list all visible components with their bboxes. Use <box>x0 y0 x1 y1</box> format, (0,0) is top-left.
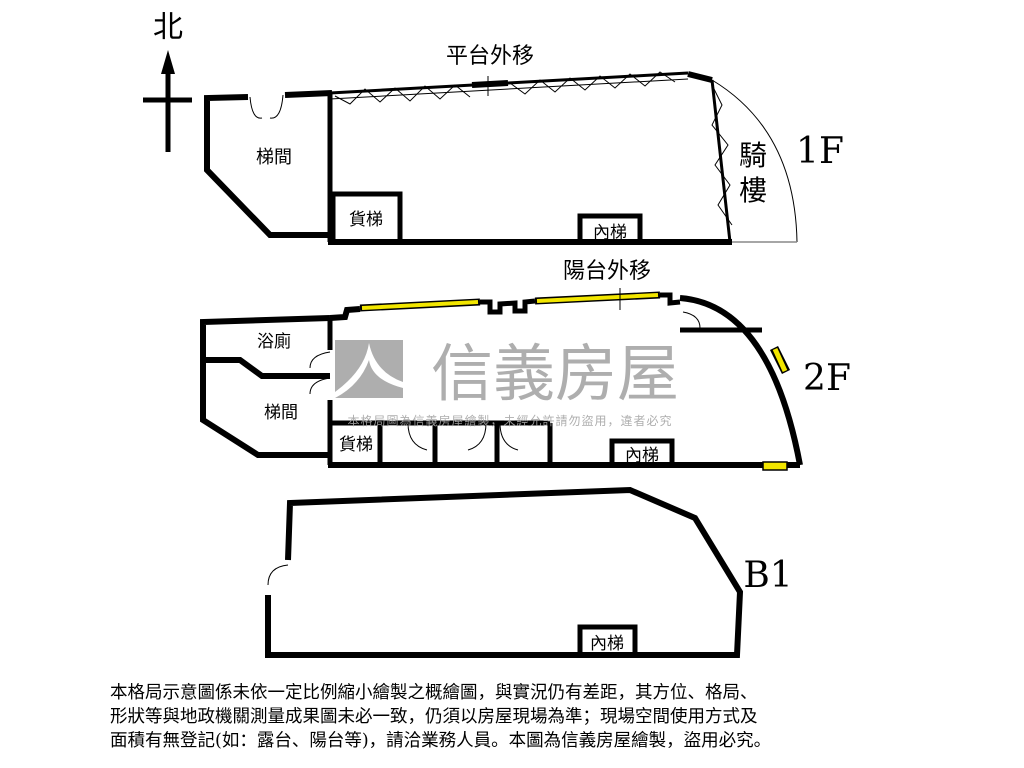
arcade-label: 騎 <box>739 139 767 172</box>
annotation: 平台外移 <box>446 44 534 69</box>
north-label: 北 <box>153 10 183 45</box>
north-arrow-icon <box>143 50 192 152</box>
disclaimer-line: 面積有無登記(如：露台、陽台等)，請洽業務人員。本圖為信義房屋繪製，盜用必究。 <box>110 731 772 751</box>
disclaimer: 本格局示意圖係未依一定比例縮小繪製之概繪圖，與實況仍有差距，其方位、格局、 形狀… <box>110 681 930 753</box>
room-label: 浴廁 <box>257 331 291 352</box>
room-label: 內梯 <box>593 223 627 243</box>
room-label: 貨梯 <box>349 210 383 230</box>
floor-label: 2F <box>803 358 851 399</box>
annotation: 陽台外移 <box>563 259 651 284</box>
room-label: 貨梯 <box>339 435 373 455</box>
brand-logo <box>335 340 403 398</box>
room-label: 內梯 <box>625 446 659 466</box>
disclaimer-line: 本格局示意圖係未依一定比例縮小繪製之概繪圖，與實況仍有差距，其方位、格局、 <box>110 683 758 703</box>
floor-label: B1 <box>743 555 792 596</box>
watermark-brand: 信義房屋 <box>431 337 679 410</box>
watermark-notice: 本格局圖為信義房屋繪製，未經允許請勿盜用，違者必究 <box>347 413 672 428</box>
room-label: 內梯 <box>590 634 624 654</box>
room-label: 梯間 <box>256 147 292 168</box>
floor-2f <box>200 288 803 471</box>
floor-b1 <box>265 486 744 658</box>
disclaimer-line: 形狀等與地政機關測量成果圖未必一致，仍須以房屋現場為準；現場空間使用方式及 <box>110 707 758 727</box>
floor-1f <box>204 71 798 245</box>
arcade-label: 樓 <box>739 174 767 207</box>
room-label: 梯間 <box>264 403 298 423</box>
floor-label: 1F <box>796 131 844 172</box>
watermark: 信義房屋 本格局圖為信義房屋繪製，未經允許請勿盜用，違者必究 <box>335 337 679 428</box>
